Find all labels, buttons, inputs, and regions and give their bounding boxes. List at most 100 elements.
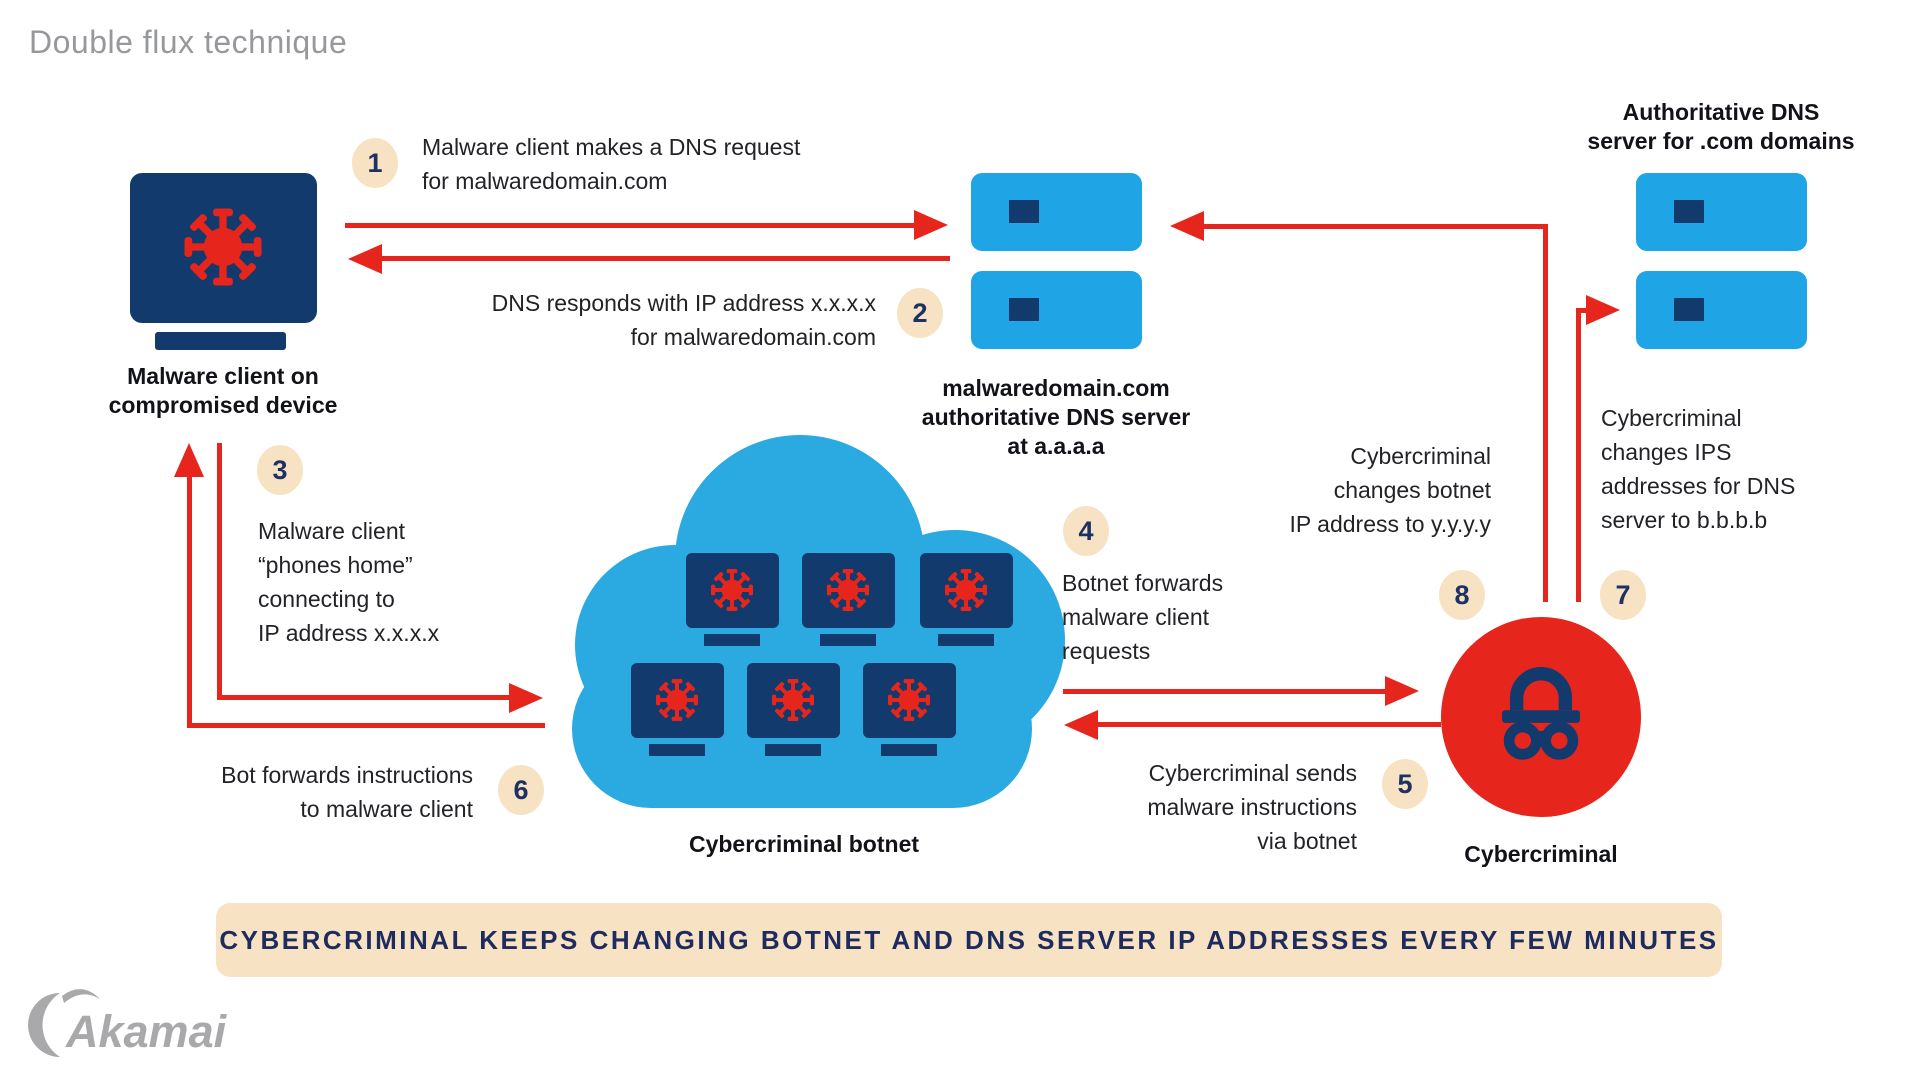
malware-dns-server-label: malwaredomain.com authoritative DNS serv… bbox=[886, 374, 1226, 461]
bot-monitor-stand bbox=[765, 744, 821, 756]
step-text-line: for malwaredomain.com bbox=[422, 168, 668, 194]
bot-monitor-stand bbox=[820, 634, 876, 646]
step-5-text: Cybercriminal sends malware instructions… bbox=[1147, 756, 1357, 858]
bot-monitor-stand bbox=[881, 744, 937, 756]
arrowhead-left bbox=[348, 244, 382, 274]
step-badge-1: 1 bbox=[352, 138, 398, 188]
arrowhead-left bbox=[1064, 710, 1098, 740]
virus-icon bbox=[945, 569, 987, 611]
page-title: Double flux technique bbox=[29, 24, 348, 60]
virus-icon bbox=[772, 679, 814, 721]
step-7-text: Cybercriminal changes IPS addresses for … bbox=[1601, 401, 1795, 537]
arrowhead-right bbox=[1385, 676, 1419, 706]
step-text-line: server to b.b.b.b bbox=[1601, 507, 1768, 533]
cybercriminal-label: Cybercriminal bbox=[1464, 841, 1618, 867]
label-line: authoritative DNS server bbox=[921, 404, 1191, 430]
step-text-line: IP address to y.y.y.y bbox=[1289, 511, 1491, 537]
arrow-botnet-to-cybercriminal bbox=[1063, 689, 1387, 694]
step-text-line: requests bbox=[1062, 638, 1151, 664]
bot-monitor-icon bbox=[631, 663, 724, 738]
step-text-line: to malware client bbox=[300, 796, 473, 822]
bot-monitor-icon bbox=[920, 553, 1013, 628]
step-text-line: changes IPS bbox=[1601, 439, 1732, 465]
step-4-text: Botnet forwards malware client requests bbox=[1062, 566, 1223, 668]
bot-monitor-icon bbox=[863, 663, 956, 738]
bot-monitor-icon bbox=[747, 663, 840, 738]
step-badge-6: 6 bbox=[498, 765, 544, 815]
arrowhead-right bbox=[914, 210, 948, 240]
botnet-label: Cybercriminal botnet bbox=[688, 831, 920, 857]
summary-banner: CYBERCRIMINAL KEEPS CHANGING BOTNET AND … bbox=[216, 903, 1722, 977]
step-text-line: connecting to bbox=[258, 586, 395, 612]
step-badge-2: 2 bbox=[897, 288, 943, 338]
step-text-line: “phones home” bbox=[258, 552, 413, 578]
step-text-line: Botnet forwards bbox=[1062, 570, 1224, 596]
step-text-line: DNS responds with IP address x.x.x.x bbox=[491, 290, 876, 316]
arrow-botnet-to-client bbox=[187, 476, 192, 728]
step-text-line: malware instructions bbox=[1147, 794, 1357, 820]
arrow-cybercriminal-to-com-dns bbox=[1576, 310, 1581, 602]
com-dns-server-label: Authoritative DNS server for .com domain… bbox=[1551, 98, 1891, 156]
server-slot bbox=[1009, 298, 1039, 321]
label-line: malwaredomain.com bbox=[942, 375, 1170, 401]
arrowhead-up bbox=[174, 443, 204, 477]
summary-banner-text: CYBERCRIMINAL KEEPS CHANGING BOTNET AND … bbox=[219, 924, 1719, 955]
step-1-text: Malware client makes a DNS request for m… bbox=[422, 130, 800, 198]
step-6-text: Bot forwards instructions to malware cli… bbox=[221, 758, 473, 826]
step-text-line: Cybercriminal bbox=[1350, 443, 1491, 469]
step-text-line: Cybercriminal bbox=[1601, 405, 1742, 431]
label-line: server for .com domains bbox=[1587, 128, 1855, 154]
malware-dns-server-icon bbox=[971, 271, 1142, 349]
arrowhead-left bbox=[1170, 211, 1204, 241]
arrow-dns-to-client bbox=[380, 256, 950, 261]
step-text-line: Cybercriminal sends bbox=[1148, 760, 1357, 786]
virus-icon bbox=[888, 679, 930, 721]
arrowhead-right bbox=[509, 683, 543, 713]
incognito-icon bbox=[1502, 666, 1580, 760]
step-3-text: Malware client “phones home” connecting … bbox=[258, 514, 439, 650]
bot-monitor-icon bbox=[802, 553, 895, 628]
bot-monitor-stand bbox=[649, 744, 705, 756]
akamai-logo: Akamai bbox=[26, 983, 241, 1065]
arrow-cybercriminal-to-botnet bbox=[1096, 722, 1441, 727]
com-dns-server-icon bbox=[1636, 271, 1807, 349]
step-text-line: changes botnet bbox=[1333, 477, 1491, 503]
arrowhead-right bbox=[1586, 295, 1620, 325]
arrow-botnet-to-client bbox=[187, 723, 545, 728]
malware-client-label: Malware client on compromised device bbox=[73, 362, 373, 420]
step-text-line: for malwaredomain.com bbox=[630, 324, 876, 350]
step-text-line: via botnet bbox=[1257, 828, 1357, 854]
server-slot bbox=[1674, 200, 1704, 223]
virus-icon bbox=[827, 569, 869, 611]
label-line: compromised device bbox=[108, 392, 338, 418]
step-badge-5: 5 bbox=[1382, 759, 1428, 809]
step-text-line: IP address x.x.x.x bbox=[258, 620, 440, 646]
step-badge-3: 3 bbox=[257, 445, 303, 495]
step-badge-8: 8 bbox=[1439, 570, 1485, 620]
step-text-line: Malware client bbox=[258, 518, 405, 544]
step-2-text: DNS responds with IP address x.x.x.x for… bbox=[492, 286, 876, 354]
arrow-cybercriminal-to-malware-dns bbox=[1543, 226, 1548, 602]
label-line: Malware client on bbox=[127, 363, 319, 389]
step-text-line: Bot forwards instructions bbox=[221, 762, 473, 788]
arrow-client-to-dns bbox=[345, 223, 917, 228]
label-line: Authoritative DNS bbox=[1622, 99, 1820, 125]
com-dns-server-icon bbox=[1636, 173, 1807, 251]
step-badge-4: 4 bbox=[1063, 506, 1109, 556]
akamai-logo-mark: Akamai bbox=[28, 989, 228, 1057]
cybercriminal-icon bbox=[1441, 617, 1641, 817]
step-text-line: Malware client makes a DNS request bbox=[422, 134, 801, 160]
bot-monitor-stand bbox=[704, 634, 760, 646]
malware-client-monitor-stand bbox=[155, 332, 286, 350]
step-text-line: malware client bbox=[1062, 604, 1209, 630]
virus-icon bbox=[184, 208, 262, 286]
arrow-client-to-botnet bbox=[217, 695, 511, 700]
step-badge-7: 7 bbox=[1600, 570, 1646, 620]
bot-monitor-stand bbox=[938, 634, 994, 646]
malware-client-monitor-icon bbox=[130, 173, 317, 323]
akamai-logo-text: Akamai bbox=[65, 1006, 228, 1057]
arrow-client-to-botnet bbox=[217, 443, 222, 700]
malware-dns-server-icon bbox=[971, 173, 1142, 251]
server-slot bbox=[1009, 200, 1039, 223]
bot-monitor-icon bbox=[686, 553, 779, 628]
